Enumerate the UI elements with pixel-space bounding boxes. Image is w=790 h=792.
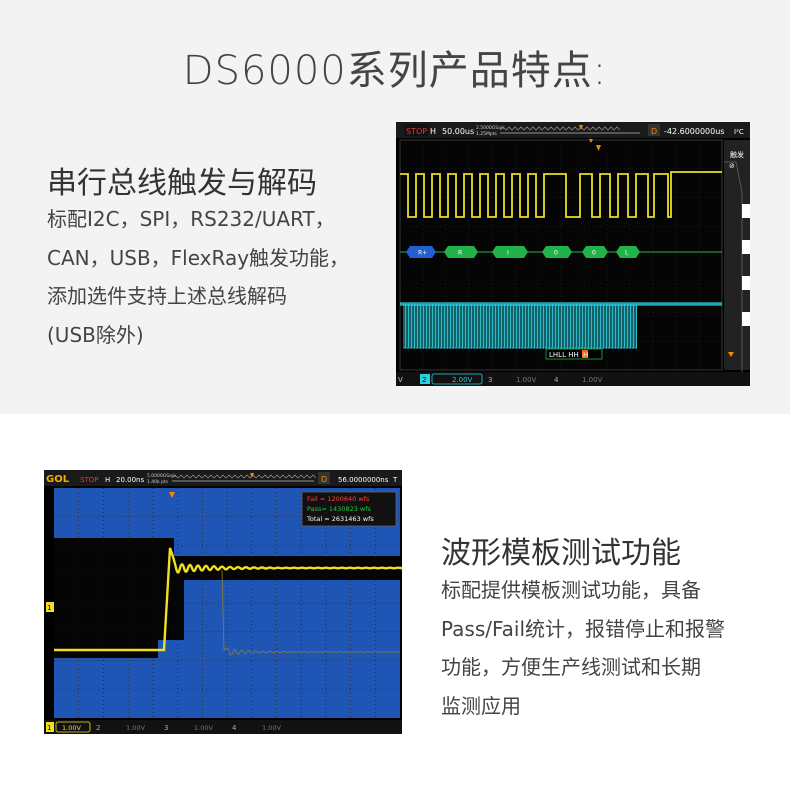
scope2-brand: GOL bbox=[46, 474, 70, 485]
decode-packet bbox=[616, 246, 640, 258]
scope2-stat-total: Total = 2631463 wfs bbox=[306, 515, 374, 523]
decode-packet bbox=[492, 246, 528, 258]
decode-packet bbox=[582, 246, 608, 258]
decode-packet-label: L bbox=[625, 250, 629, 257]
decode-packet-label: R bbox=[458, 250, 462, 257]
scope2-ch3-number: 3 bbox=[164, 724, 168, 732]
feature-body-serial: 标配I2C，SPI，RS232/UART， CAN，USB，FlexRay触发功… bbox=[47, 200, 349, 354]
scope2-stat-pass: Pass= 1430823 wfs bbox=[307, 505, 372, 513]
scope2-trigger-label: D bbox=[321, 475, 327, 484]
feature-line: 标配提供模板测试功能，具备 bbox=[441, 578, 701, 602]
scope-screenshot-mask: GOL STOP H 20.00ns 5.0000GSa/s 1.40k pts… bbox=[44, 470, 402, 734]
decode-packet-label: 0 bbox=[592, 250, 596, 257]
scope1-ch4-value: 1.00V bbox=[582, 376, 603, 384]
feature-line: 功能，方便生产线测试和长期 bbox=[441, 655, 701, 679]
feature-title-mask: 波形模板测试功能 bbox=[441, 536, 681, 571]
scope1-decode-bottom: LHLL HH bbox=[549, 351, 579, 359]
scope2-ch1-value: 1.00V bbox=[62, 724, 81, 732]
scope1-sample-points: 1.25Mpts bbox=[476, 131, 498, 137]
scope1-menu-trigger: 触发 bbox=[730, 150, 744, 159]
decode-packet bbox=[406, 246, 436, 258]
page-title: DS6000系列产品特点: bbox=[182, 48, 608, 94]
scope1-mode: H bbox=[430, 127, 436, 136]
feature-line: (USB除外) bbox=[47, 322, 144, 347]
scope2-ch4-number: 4 bbox=[232, 724, 237, 732]
scope1-ch2-number: 2 bbox=[422, 376, 426, 384]
scope1-trigger-label: D bbox=[651, 127, 657, 136]
decode-packet bbox=[542, 246, 572, 258]
scope1-trigger-type: I²C bbox=[734, 128, 744, 136]
feature-title-serial: 串行总线触发与解码 bbox=[47, 166, 317, 201]
scope1-ch3-value: 1.00V bbox=[516, 376, 537, 384]
scope2-sample-rate: 5.0000GSa/s bbox=[147, 473, 176, 479]
scope1-ch4-number: 4 bbox=[554, 376, 559, 384]
feature-line: 添加选件支持上述总线解码 bbox=[47, 284, 287, 308]
scope2-trigger-type: T bbox=[392, 476, 398, 484]
scope1-decode-bottom-hi: H bbox=[583, 351, 588, 359]
scope2-trigger-offset: 56.0000000ns bbox=[338, 476, 389, 484]
scope1-ch3-number: 3 bbox=[488, 376, 492, 384]
scope1-status: STOP bbox=[406, 127, 427, 136]
scope1-timebase: 50.00us bbox=[442, 127, 474, 136]
scope2-sample-points: 1.40k pts bbox=[147, 479, 169, 485]
feature-line: CAN，USB，FlexRay触发功能， bbox=[47, 245, 350, 270]
scope2-ch2-value: 1.00V bbox=[126, 724, 145, 732]
feature-line: Pass/Fail统计，报错停止和报警 bbox=[441, 616, 726, 641]
scope2-ch1-number: 1 bbox=[47, 724, 51, 732]
scope1-ch2-value: 2.00V bbox=[452, 376, 473, 384]
scope2-ch2-number: 2 bbox=[96, 724, 100, 732]
scope1-trigger-offset: -42.6000000us bbox=[664, 127, 724, 136]
trigger-position-icon bbox=[579, 125, 583, 130]
feature-body-mask: 标配提供模板测试功能，具备 Pass/Fail统计，报错停止和报警 功能，方便生… bbox=[441, 571, 725, 725]
decode-packet bbox=[444, 246, 478, 258]
scope2-mode: H bbox=[105, 476, 110, 484]
scope2-status: STOP bbox=[80, 476, 98, 484]
decode-packet-label: 0 bbox=[554, 250, 558, 257]
decode-packet-label: I bbox=[507, 250, 509, 257]
scope2-ch3-value: 1.00V bbox=[194, 724, 213, 732]
scope2-ch1-marker: 1 bbox=[47, 604, 51, 612]
feature-line: 标配I2C，SPI，RS232/UART， bbox=[47, 207, 335, 231]
scope2-timebase: 20.00ns bbox=[116, 476, 144, 484]
scope1-ch1-value: V bbox=[398, 376, 403, 384]
scope1-sample-rate: 2.5000GSa/s bbox=[476, 125, 505, 131]
svg-text:⊘: ⊘ bbox=[729, 162, 735, 170]
scope2-ch4-value: 1.00V bbox=[262, 724, 281, 732]
feature-line: 监测应用 bbox=[441, 693, 521, 718]
decode-packet-label: R+ bbox=[418, 250, 427, 257]
scope-screenshot-serial: STOP H 50.00us 2.5000GSa/s 1.25Mpts D -4… bbox=[396, 122, 750, 386]
scope2-stat-fail: Fail = 1200640 wfs bbox=[307, 495, 370, 503]
